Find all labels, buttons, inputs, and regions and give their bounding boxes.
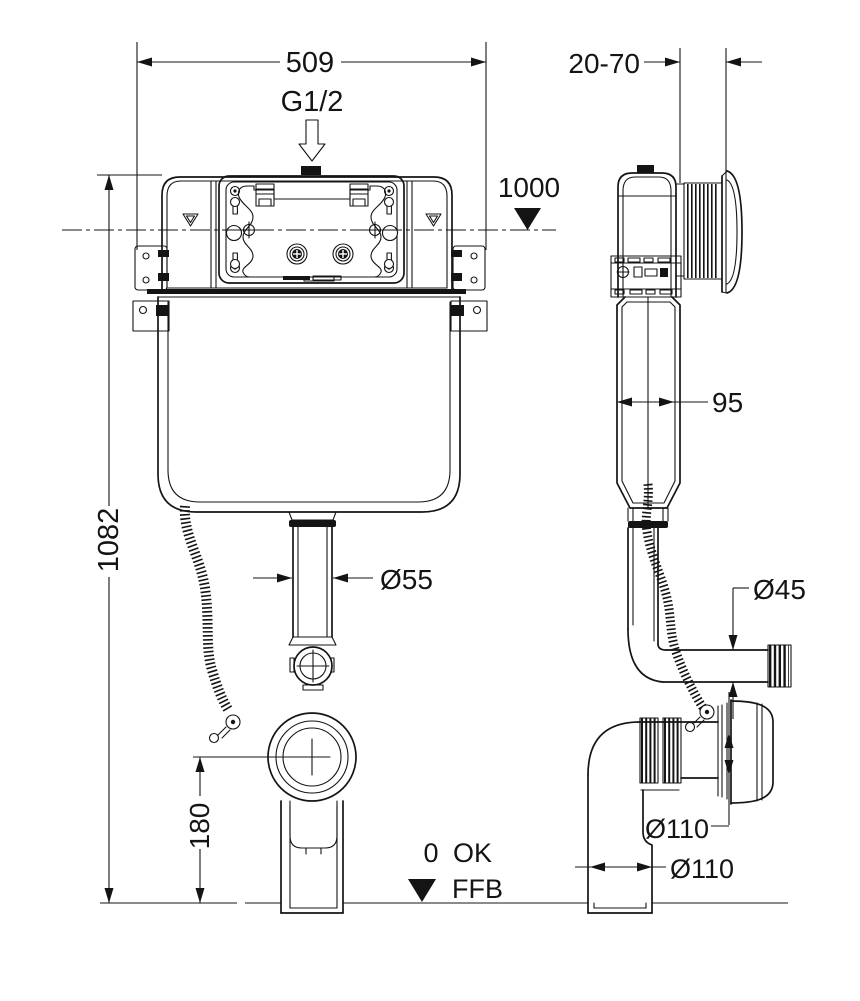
panel-side-hole-left	[225, 224, 243, 242]
water-inlet-stub-side	[637, 165, 654, 173]
dim-width: 509	[136, 42, 487, 250]
panel-clip-right	[349, 183, 369, 207]
dim-depth-range: 20-70	[568, 48, 762, 183]
hose-end-fitting-front	[208, 714, 241, 744]
access-flange-plate	[721, 170, 743, 294]
dim-outlet-height: 180	[184, 756, 316, 903]
dim-panel-height: 1000	[498, 172, 560, 230]
panel-side-hole-right	[381, 224, 399, 242]
flush-bend-side	[627, 507, 792, 688]
water-inlet-stub	[301, 166, 321, 175]
panel-keyholes	[229, 196, 395, 270]
dim-body-depth: 95	[617, 387, 743, 418]
mounting-rail-side	[610, 255, 682, 298]
dim-outlet-dia-v: Ø110	[645, 692, 734, 844]
dimension-annotations: 509 G1/2 20-70 1000 1	[93, 42, 806, 904]
hose-end-fitting-side	[684, 704, 715, 733]
access-shaft-bellows	[675, 182, 723, 280]
dim-outlet-dia-h: Ø110	[575, 854, 734, 884]
tank-body-outline	[157, 296, 461, 513]
dim-outlet-conn: Ø45	[728, 574, 806, 719]
wing-marker-right	[425, 213, 442, 227]
dim-panel-height-label: 1000	[498, 172, 560, 203]
wall-bracket-right	[450, 245, 488, 332]
filling-hose-front	[179, 505, 234, 714]
outlet-socket-bell	[717, 699, 774, 805]
dim-outlet-conn-label: Ø45	[753, 574, 806, 605]
pushrod-fitting-right	[332, 243, 354, 265]
outlet-front	[267, 712, 357, 914]
panel-contour-plate	[237, 185, 387, 282]
flush-pipe-front	[288, 511, 337, 691]
wc-outlet-elbow	[587, 699, 774, 914]
side-view	[587, 165, 792, 914]
filling-hose-side	[641, 483, 710, 715]
dim-flush-pipe-label: Ø55	[380, 564, 433, 595]
dim-height-label: 1082	[93, 508, 125, 573]
floor-datum-marker-icon	[408, 879, 436, 902]
wing-marker-left	[182, 213, 199, 227]
dim-width-label: 509	[286, 47, 334, 79]
dim-outlet-dia-h-label: Ø110	[670, 854, 734, 884]
access-panel	[218, 175, 405, 284]
floor-ok-label: OK	[453, 838, 492, 868]
dim-outlet-height-label: 180	[184, 803, 215, 850]
dim-depth-range-label: 20-70	[568, 48, 640, 79]
floor-ffb-label: FFB	[452, 874, 503, 904]
front-housing-outline	[161, 176, 453, 294]
dim-outlet-dia-v-label: Ø110	[645, 814, 709, 844]
dim-supply: G1/2	[281, 86, 344, 162]
floor-datum: 0 OK FFB	[408, 838, 503, 904]
panel-clip-left	[255, 183, 275, 207]
dim-supply-label: G1/2	[281, 86, 344, 118]
supply-arrow-icon	[298, 119, 326, 162]
level-marker-icon	[514, 208, 541, 230]
wall-bracket-left	[132, 245, 170, 332]
pushrod-fitting-left	[286, 243, 308, 265]
dim-height: 1082	[93, 174, 162, 903]
dim-flush-pipe: Ø55	[253, 564, 433, 595]
dim-body-depth-label: 95	[712, 387, 743, 418]
panel-bottom-tab	[283, 276, 310, 280]
side-head-outline	[617, 172, 677, 298]
front-view	[132, 166, 488, 914]
floor-zero-label: 0	[423, 838, 438, 868]
